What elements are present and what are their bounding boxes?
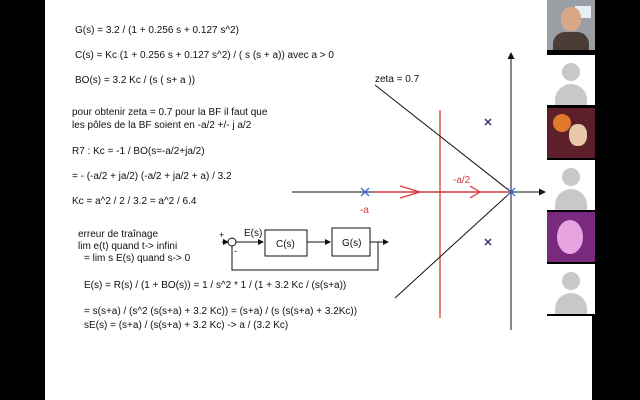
whiteboard[interactable]: G(s) = 3.2 / (1 + 0.256 s + 0.127 s^2) C… [45, 0, 592, 400]
participant-sidebar [547, 0, 595, 316]
avatar-head-icon [562, 168, 580, 186]
locus-arrow-left-lower [399, 191, 421, 199]
avatar-head-icon [562, 63, 580, 81]
avatar-body-icon [555, 293, 587, 314]
locus-arrow-left-upper [399, 185, 421, 193]
participant-webcam[interactable] [547, 0, 595, 50]
zeta-label: zeta = 0.7 [375, 74, 420, 85]
root-locus-plot: zeta = 0.7 -a/2 -a [292, 52, 546, 330]
equation-open-loop: BO(s) = 3.2 Kc / (s ( s+ a )) [75, 75, 196, 86]
note-limit-time: lim e(t) quand t-> infini [78, 241, 178, 252]
equation-controller: C(s) = Kc (1 + 0.256 s + 0.127 s^2) / ( … [75, 50, 334, 61]
window-background [595, 0, 640, 400]
participant-avatar[interactable] [547, 264, 595, 314]
video-subject [569, 124, 587, 146]
controller-block [264, 229, 308, 257]
closed-loop-pole-lower [484, 238, 492, 246]
open-loop-pole-origin [506, 187, 516, 197]
video-highlight [553, 114, 571, 132]
video-subject [557, 220, 583, 254]
avatar-body-icon [555, 84, 587, 105]
note-poles: les pôles de la BF soient en -a/2 +/- j … [72, 120, 252, 131]
participant-video[interactable] [547, 108, 595, 158]
zeta-line-lower [394, 191, 512, 299]
presenter-shoulders [553, 32, 589, 50]
equation-plant: G(s) = 3.2 / (1 + 0.256 s + 0.127 s^2) [75, 25, 239, 36]
equation-error-final: sE(s) = (s+a) / (s(s+a) + 3.2 Kc) -> a /… [84, 320, 289, 331]
block-diagram: + - E(s) C(s) G(s) [219, 227, 389, 271]
note-zeta: pour obtenir zeta = 0.7 pour la BF il fa… [72, 107, 268, 118]
avatar-body-icon [555, 189, 587, 210]
controller-label: C(s) [276, 239, 295, 250]
plant-block [331, 227, 371, 257]
minus-a-label: -a [360, 205, 369, 216]
presenter-face [561, 7, 581, 31]
zeta-line-upper [374, 84, 512, 193]
note-tracking-error: erreur de traînage [78, 229, 159, 240]
plant-label: G(s) [342, 238, 361, 249]
participant-avatar[interactable] [547, 160, 595, 210]
sum-minus-sign: - [234, 246, 237, 256]
equation-kc-result: Kc = a^2 / 2 / 3.2 = a^2 / 6.4 [72, 196, 197, 207]
closed-loop-pole-upper [484, 118, 492, 126]
note-limit-s: = lim s E(s) quand s-> 0 [84, 253, 191, 264]
equation-error: E(s) = R(s) / (1 + BO(s)) = 1 / s^2 * 1 … [84, 280, 347, 291]
open-loop-pole-minus-a [360, 187, 370, 197]
participant-avatar[interactable] [547, 55, 595, 105]
sum-plus-sign: + [219, 230, 224, 240]
feedback-loop [231, 242, 379, 271]
locus-arrow-right-upper [469, 185, 481, 193]
equation-error-expand: = s(s+a) / (s^2 (s(s+a) + 3.2 Kc)) = (s+… [84, 306, 358, 317]
participant-video[interactable] [547, 212, 595, 262]
locus-arrow-right-lower [469, 191, 481, 199]
equation-kc-expand: = - (-a/2 + ja/2) (-a/2 + ja/2 + a) / 3.… [72, 171, 232, 182]
error-signal-label: E(s) [244, 228, 262, 239]
equation-kc-rule: R7 : Kc = -1 / BO(s=-a/2+ja/2) [72, 146, 205, 157]
half-a-label: -a/2 [453, 175, 471, 186]
avatar-head-icon [562, 272, 580, 290]
